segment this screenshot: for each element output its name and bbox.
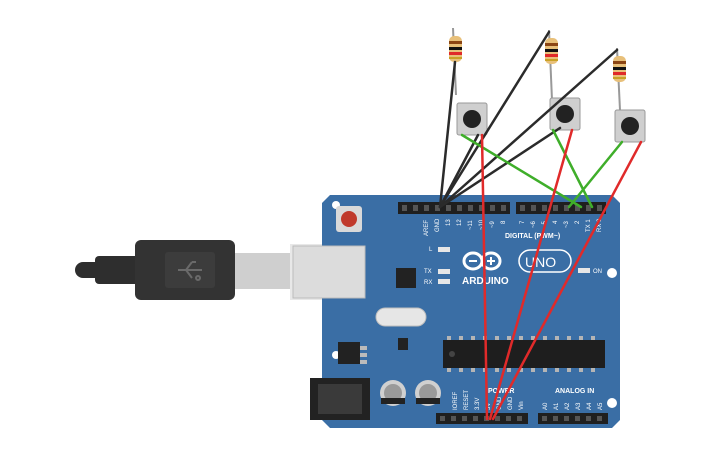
wire-red[interactable]: [480, 133, 489, 421]
pin-gnd1-label: GND: [497, 396, 503, 410]
pin-12-label: 12: [457, 219, 463, 226]
push-button[interactable]: [456, 102, 488, 136]
wire-red[interactable]: [491, 140, 643, 421]
usb-chip: [396, 268, 416, 288]
pin-reset-label: RESET: [464, 390, 470, 410]
uno-badge: [518, 249, 572, 273]
wire-green[interactable]: [567, 140, 624, 209]
voltage-regulator: [338, 342, 360, 364]
pin-vin-label: Vin: [519, 401, 525, 410]
pin-5v-label: 5V: [486, 403, 492, 410]
pin-3v3-label: 3.3V: [475, 398, 481, 410]
pin-a2-label: A2: [565, 402, 571, 410]
analog-label: ANALOG IN: [555, 388, 594, 395]
arduino-board: ARDUINO UNO DIGITAL (PWM~) POWER ANALOG …: [292, 195, 620, 428]
pin-8-label: 8: [501, 220, 507, 224]
pin-10-label: ~10: [479, 219, 485, 230]
pin-a0-label: A0: [543, 402, 549, 410]
led-tx-label: TX: [424, 269, 432, 275]
push-button[interactable]: [614, 109, 646, 143]
wire-black[interactable]: [438, 60, 457, 209]
mount-hole: [607, 268, 617, 278]
capacitor: [415, 380, 441, 406]
resistor[interactable]: [449, 27, 462, 96]
resistor[interactable]: [545, 29, 558, 101]
wire-black[interactable]: [438, 126, 562, 209]
wire-green[interactable]: [551, 128, 594, 209]
power-label: POWER: [488, 388, 514, 395]
crystal: [375, 307, 427, 327]
pin-a1-label: A1: [554, 402, 560, 410]
pin-ioref-label: IOREF: [453, 391, 459, 410]
arduino-logo-icon: [462, 251, 502, 271]
led-on-label: ON: [593, 269, 602, 275]
pin-6-label: ~6: [531, 220, 537, 228]
pin-13-label: 13: [446, 219, 452, 226]
pin-2-label: 2: [575, 220, 581, 224]
microcontroller-chip: [443, 340, 605, 368]
pin-11-label: ~11: [468, 220, 474, 230]
pin-7-label: 7: [520, 220, 526, 224]
wire-black[interactable]: [438, 133, 480, 209]
mount-hole: [607, 398, 617, 408]
pin-a5-label: A5: [598, 402, 604, 410]
model-text: UNO: [525, 254, 556, 270]
pin-3-label: ~3: [564, 220, 570, 228]
pin-1-label: TX 1: [586, 219, 592, 232]
led-l: [438, 247, 450, 252]
resistor[interactable]: [613, 47, 626, 111]
pin-gnd-label: GND: [435, 218, 441, 232]
pin-a4-label: A4: [587, 402, 593, 410]
usb-icon: [178, 261, 202, 281]
pin-gnd2-label: GND: [508, 396, 514, 410]
led-on: [578, 268, 590, 273]
wire-red[interactable]: [488, 128, 574, 421]
pin-aref-label: AREF: [424, 220, 430, 236]
usb-port: [292, 245, 366, 299]
wire-black[interactable]: [438, 30, 551, 209]
push-button[interactable]: [549, 97, 581, 131]
led-tx: [438, 269, 450, 274]
small-chip: [398, 338, 408, 350]
led-l-label: L: [429, 247, 433, 253]
analog-header: [538, 413, 608, 424]
led-rx-label: RX: [424, 280, 432, 286]
pin-a3-label: A3: [576, 402, 582, 410]
pin-0-label: RX 0: [597, 218, 603, 232]
capacitor: [380, 380, 406, 406]
digital-label: DIGITAL (PWM~): [505, 233, 560, 240]
pin-9-label: ~9: [490, 220, 496, 228]
power-header: [436, 413, 528, 424]
pin-4-label: 4: [553, 220, 559, 224]
wire-black[interactable]: [438, 48, 619, 209]
led-rx: [438, 279, 450, 284]
digital-header-low: [516, 202, 606, 214]
